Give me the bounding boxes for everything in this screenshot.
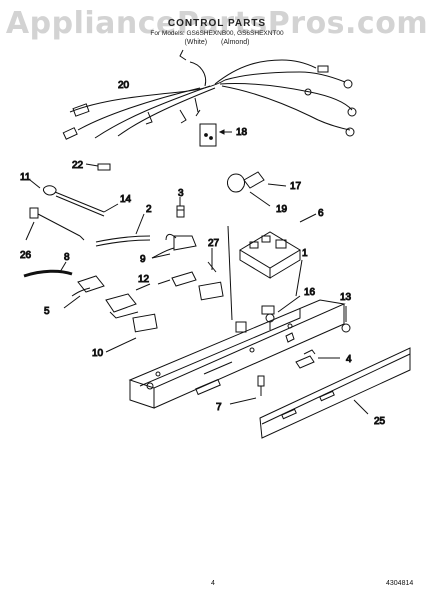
callout-9: 9: [140, 254, 146, 265]
lamp-socket: [227, 171, 287, 207]
callout-3: 3: [178, 188, 184, 199]
label-tag: [198, 248, 224, 301]
callout-10: 10: [92, 348, 104, 359]
callout-17: 17: [290, 181, 302, 192]
callout-26: 26: [20, 250, 32, 261]
screw: [176, 197, 185, 218]
callout-13: 13: [340, 292, 352, 303]
callout-6: 6: [318, 208, 324, 219]
part-number: 4304814: [386, 580, 414, 587]
callout-22: 22: [72, 160, 84, 171]
callout-16: 16: [304, 287, 316, 298]
callout-4: 4: [346, 354, 352, 365]
model-list: For Models: GS6SHEXNB00, GS6SHEXNT00: [150, 30, 284, 37]
callout-2: 2: [146, 204, 152, 215]
color-almond: (Almond): [221, 39, 250, 46]
callout-18: 18: [236, 127, 248, 138]
callout-25: 25: [374, 416, 386, 427]
page-number: 4: [211, 580, 215, 587]
callout-27: 27: [208, 238, 220, 249]
color-variants: (White) (Almond): [0, 39, 434, 46]
tube: [95, 235, 151, 243]
trim-clip: [295, 349, 340, 369]
callout-1: 1: [302, 248, 308, 259]
trim-strip: [259, 347, 411, 439]
insulation-pad: [132, 313, 158, 333]
screw-bottom: [229, 375, 265, 405]
callout-8: 8: [64, 252, 70, 263]
callout-12: 12: [138, 274, 150, 285]
callout-14: 14: [120, 194, 132, 205]
control-switch: [63, 275, 105, 309]
mounting-screw: [261, 295, 301, 330]
diagram-title: CONTROL PARTS: [167, 18, 267, 29]
switch-housing: [105, 271, 197, 319]
control-housing: [128, 299, 346, 409]
cover-plate: [199, 123, 232, 147]
callout-7: 7: [216, 402, 222, 413]
color-white: (White): [184, 39, 208, 46]
watermark: AppliancePartsPros.com: [5, 6, 429, 41]
wire-lead: [23, 269, 73, 278]
wire-harness: [62, 49, 357, 140]
callout-19: 19: [276, 204, 288, 215]
screw-right: [341, 306, 351, 333]
thermostat: [151, 233, 197, 259]
callout-20: 20: [118, 80, 130, 91]
clip: [85, 163, 111, 171]
control-box: [239, 213, 317, 279]
callout-5: 5: [44, 306, 50, 317]
sensor-assembly: [25, 179, 119, 241]
callout-11: 11: [20, 172, 31, 183]
